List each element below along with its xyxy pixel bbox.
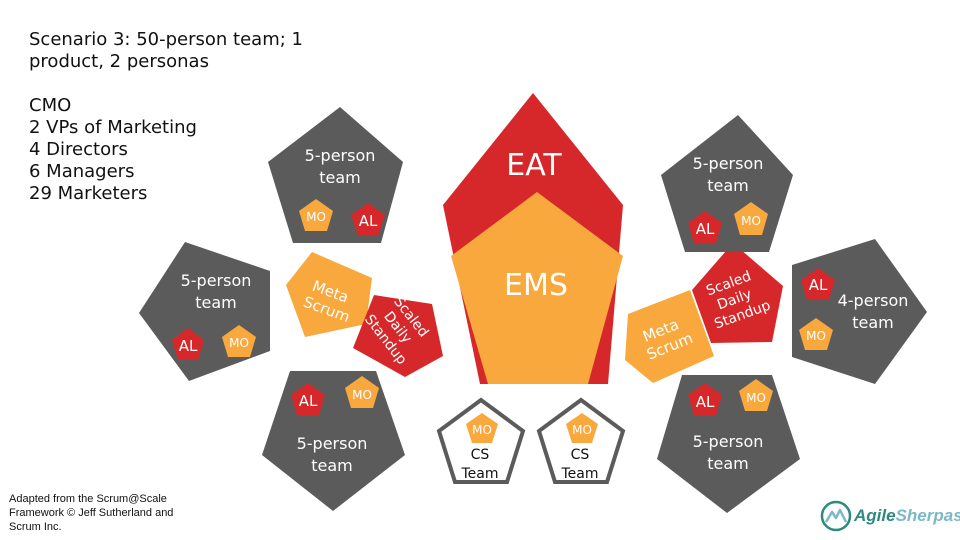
al-badge-label: AL: [696, 393, 715, 411]
ems-shape: [451, 192, 623, 384]
team-left-mid-line1: 5-person: [181, 271, 252, 290]
logo-part1: Agile: [854, 506, 896, 525]
scaled-standup-left: [353, 295, 443, 377]
meta-scrum-right: [625, 290, 714, 383]
al-badge: [351, 203, 385, 236]
al-badge: [801, 268, 835, 300]
role-vps: 2 VPs of Marketing: [29, 117, 197, 138]
al-badge-label: AL: [809, 276, 828, 294]
al-badge-label: AL: [696, 220, 715, 238]
cs-team-1-line2: Team: [460, 466, 498, 482]
team-right-top-line2: team: [707, 176, 749, 195]
attribution-line1: Adapted from the Scrum@Scale: [9, 493, 167, 505]
meta-scrum-right-label: Meta Scrum: [637, 312, 695, 363]
mo-badge: [345, 376, 379, 408]
mo-badge-label: MO: [806, 329, 826, 343]
logo-wordmark: AgileSherpas: [854, 506, 960, 526]
scenario-title-line1: Scenario 3: 50-person team; 1: [29, 29, 303, 50]
al-badge-label: AL: [179, 337, 198, 355]
team-right-mid: [792, 239, 927, 384]
mo-badge: [566, 413, 598, 443]
team-left-top-line2: team: [319, 168, 361, 187]
mo-badge: [734, 202, 768, 235]
team-right-bottom-line1: 5-person: [693, 432, 764, 451]
cs-team-2-line1: CS: [571, 447, 590, 463]
role-cmo: CMO: [29, 95, 72, 116]
mo-badge-label: MO: [472, 423, 492, 437]
al-badge: [688, 383, 722, 415]
team-right-bottom-line2: team: [707, 454, 749, 473]
mountain-logo-icon: [820, 500, 852, 532]
scaled-standup-right: [692, 243, 783, 343]
attribution-line3: Scrum Inc.: [9, 521, 62, 533]
eat-label: EAT: [506, 148, 562, 183]
mo-badge: [299, 199, 333, 231]
agilesherpas-logo: AgileSherpas: [820, 500, 960, 534]
role-marketers: 29 Marketers: [29, 183, 148, 204]
team-right-mid-line1: 4-person: [838, 291, 909, 310]
team-left-mid-line2: team: [195, 293, 237, 312]
al-badge: [291, 383, 325, 415]
al-badge: [172, 328, 204, 360]
mo-badge-label: MO: [741, 214, 761, 228]
team-right-mid-line2: team: [852, 313, 894, 332]
scenario-title-line2: product, 2 personas: [29, 51, 209, 72]
al-badge-label: AL: [299, 392, 318, 410]
team-left-bottom-line2: team: [311, 456, 353, 475]
ems-label: EMS: [504, 268, 568, 303]
team-left-top-line1: 5-person: [305, 146, 376, 165]
al-badge-label: AL: [359, 212, 378, 230]
role-managers: 6 Managers: [29, 161, 135, 182]
mo-badge-label: MO: [746, 391, 766, 405]
mo-badge-label: MO: [229, 336, 249, 350]
meta-scrum-left: [286, 252, 372, 337]
mo-badge: [222, 325, 256, 357]
mo-badge: [799, 318, 833, 350]
cs-team-2-line2: Team: [560, 466, 598, 482]
team-left-bottom-line1: 5-person: [297, 434, 368, 453]
mo-badge: [739, 379, 773, 411]
mo-badge-label: MO: [572, 423, 592, 437]
logo-part2: Sherpas: [895, 506, 960, 525]
team-right-top-line1: 5-person: [693, 154, 764, 173]
mo-badge-label: MO: [306, 210, 326, 224]
cs-team-1-line1: CS: [471, 447, 490, 463]
role-directors: 4 Directors: [29, 139, 128, 160]
attribution-text: Adapted from the Scrum@Scale Framework ©…: [9, 492, 209, 534]
al-badge: [688, 211, 722, 243]
scenario-description: Scenario 3: 50-person team; 1 product, 2…: [29, 29, 303, 205]
mo-badge-label: MO: [352, 388, 372, 402]
attribution-line2: Framework © Jeff Sutherland and: [9, 507, 174, 519]
mo-badge: [466, 413, 498, 443]
